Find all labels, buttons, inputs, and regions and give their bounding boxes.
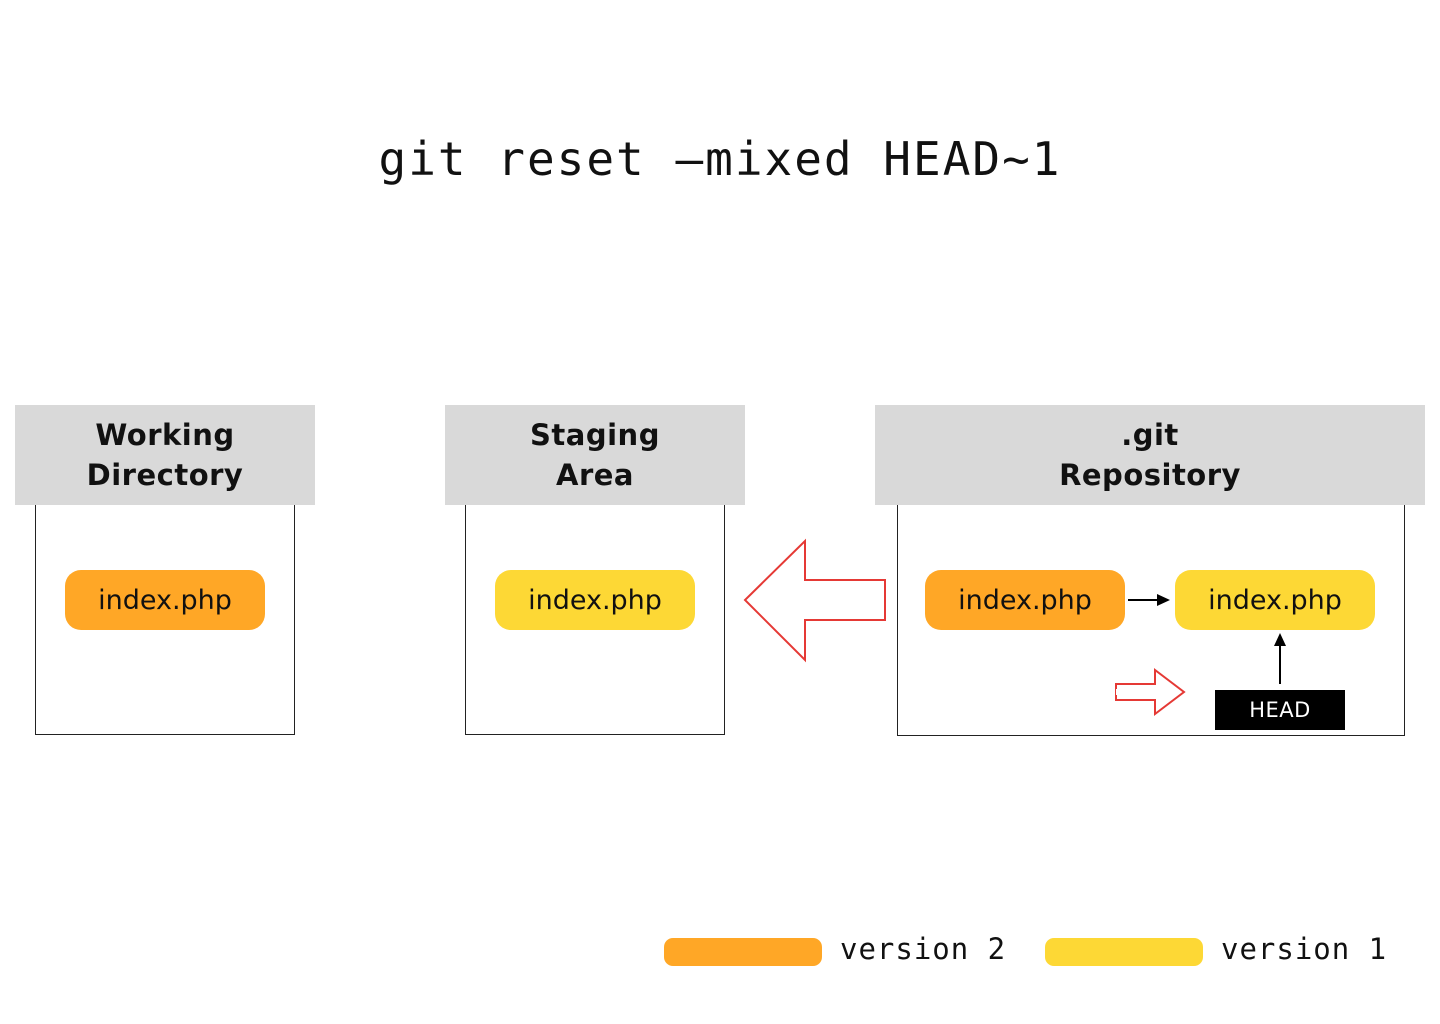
reset-big-left-arrow-icon <box>743 538 886 663</box>
working-file-chip: index.php <box>65 570 265 630</box>
legend-label-version-1: version 1 <box>1221 932 1388 966</box>
staging-area-title-line2: Area <box>556 458 634 492</box>
legend-swatch-version-2 <box>664 938 822 966</box>
staging-file-name: index.php <box>528 584 662 616</box>
working-directory-title-line2: Directory <box>86 458 244 492</box>
repo-older-commit-chip: index.php <box>1175 570 1375 630</box>
head-up-arrow-icon <box>1274 633 1286 684</box>
repo-older-commit-name: index.php <box>1208 584 1342 616</box>
diagram-title: git reset —mixed HEAD~1 <box>378 132 1062 186</box>
working-file-name: index.php <box>98 584 232 616</box>
git-repository-title-line1: .git <box>1121 418 1179 452</box>
staging-area-title-line1: Staging <box>530 418 660 452</box>
staging-file-chip: index.php <box>495 570 695 630</box>
repo-newer-commit-chip: index.php <box>925 570 1125 630</box>
git-repository-title-line2: Repository <box>1059 458 1241 492</box>
head-pointer-label: HEAD <box>1249 698 1311 722</box>
repo-newer-commit-name: index.php <box>958 584 1092 616</box>
staging-area-header: Staging Area <box>445 405 745 505</box>
legend-label-version-2: version 2 <box>840 932 1007 966</box>
parent-commit-arrow-icon <box>1128 594 1170 606</box>
head-pointer-box: HEAD <box>1215 690 1345 730</box>
working-directory-header: Working Directory <box>15 405 315 505</box>
git-repository-header: .git Repository <box>875 405 1425 505</box>
working-directory-title-line1: Working <box>95 418 235 452</box>
legend-swatch-version-1 <box>1045 938 1203 966</box>
